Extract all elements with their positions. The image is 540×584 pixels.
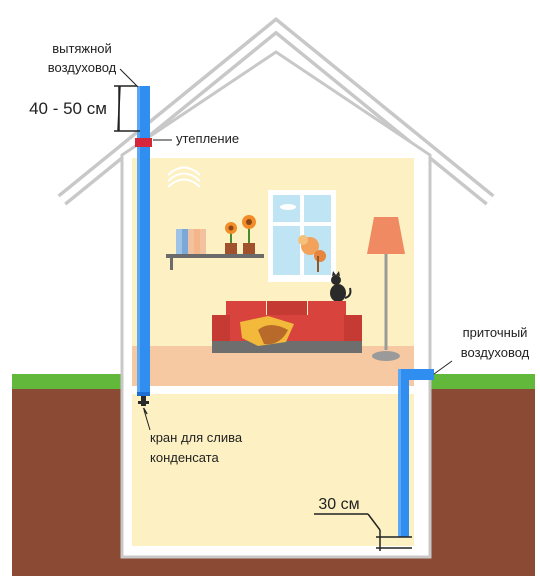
exhaust-duct-leader <box>119 68 139 88</box>
drain-valve-icon <box>138 396 149 415</box>
height-above-roof-label: 40 - 50 см <box>29 99 107 118</box>
basement <box>132 394 414 546</box>
floor-slab <box>130 386 422 394</box>
insulation-marker <box>135 138 152 147</box>
insulation-label: утепление <box>176 131 239 146</box>
supply-duct-label-line1: приточный <box>463 325 528 340</box>
drain-valve-label-line1: кран для слива <box>150 430 243 445</box>
flower-pot-icon <box>225 215 256 254</box>
drain-valve-label-line2: конденсата <box>150 450 219 465</box>
supply-duct-label-line2: воздуховод <box>461 345 530 360</box>
window <box>268 190 336 282</box>
dimension-above-roof <box>114 85 140 132</box>
exhaust-duct <box>137 86 150 396</box>
cat-icon <box>330 271 352 302</box>
floor-lamp <box>367 217 405 361</box>
drain-valve-leader <box>143 409 151 431</box>
exhaust-duct-label-line1: вытяжной <box>52 41 112 56</box>
exhaust-duct-label-line2: воздуховод <box>48 60 117 75</box>
roof <box>57 16 495 206</box>
supply-duct-leader <box>433 360 453 375</box>
supply-duct <box>398 369 434 537</box>
blanket-icon <box>240 316 294 346</box>
wall-decor-icon <box>167 166 201 188</box>
shelf <box>166 229 264 270</box>
height-above-floor-label: 30 см <box>318 496 359 513</box>
dimension-above-floor <box>314 513 412 551</box>
